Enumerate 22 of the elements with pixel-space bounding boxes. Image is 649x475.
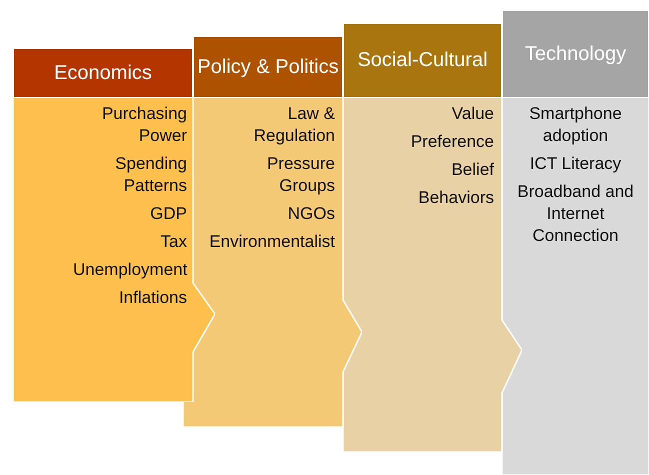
factor-label: GDP	[149, 203, 187, 225]
chevron-panel	[502, 97, 649, 475]
factor-label: Environmentalist	[208, 231, 335, 253]
factor-label: Value	[450, 103, 494, 125]
factor-label: Law & Regulation	[252, 103, 335, 147]
factor-label: Behaviors	[417, 187, 494, 209]
category-header: Technology	[502, 10, 649, 98]
factor-label: NGOs	[286, 203, 335, 225]
factor-label: Pressure Groups	[266, 153, 335, 197]
factor-label: Belief	[450, 159, 494, 181]
factor-label: Inflations	[118, 287, 187, 309]
category-header: Economics	[13, 48, 193, 98]
factor-label: Purchasing Power	[100, 103, 187, 147]
factor-label: Preference	[410, 131, 494, 153]
factor-label: Smartphone adoption	[528, 103, 623, 147]
factor-label: ICT Literacy	[528, 153, 622, 175]
factor-label: Broadband and Internet Connection	[516, 181, 635, 247]
factor-label: Tax	[160, 231, 187, 253]
category-header: Social-Cultural	[343, 23, 502, 98]
factor-label: Spending Patterns	[114, 153, 187, 197]
category-header: Policy & Politics	[193, 36, 343, 98]
factor-label: Unemployment	[73, 259, 187, 281]
